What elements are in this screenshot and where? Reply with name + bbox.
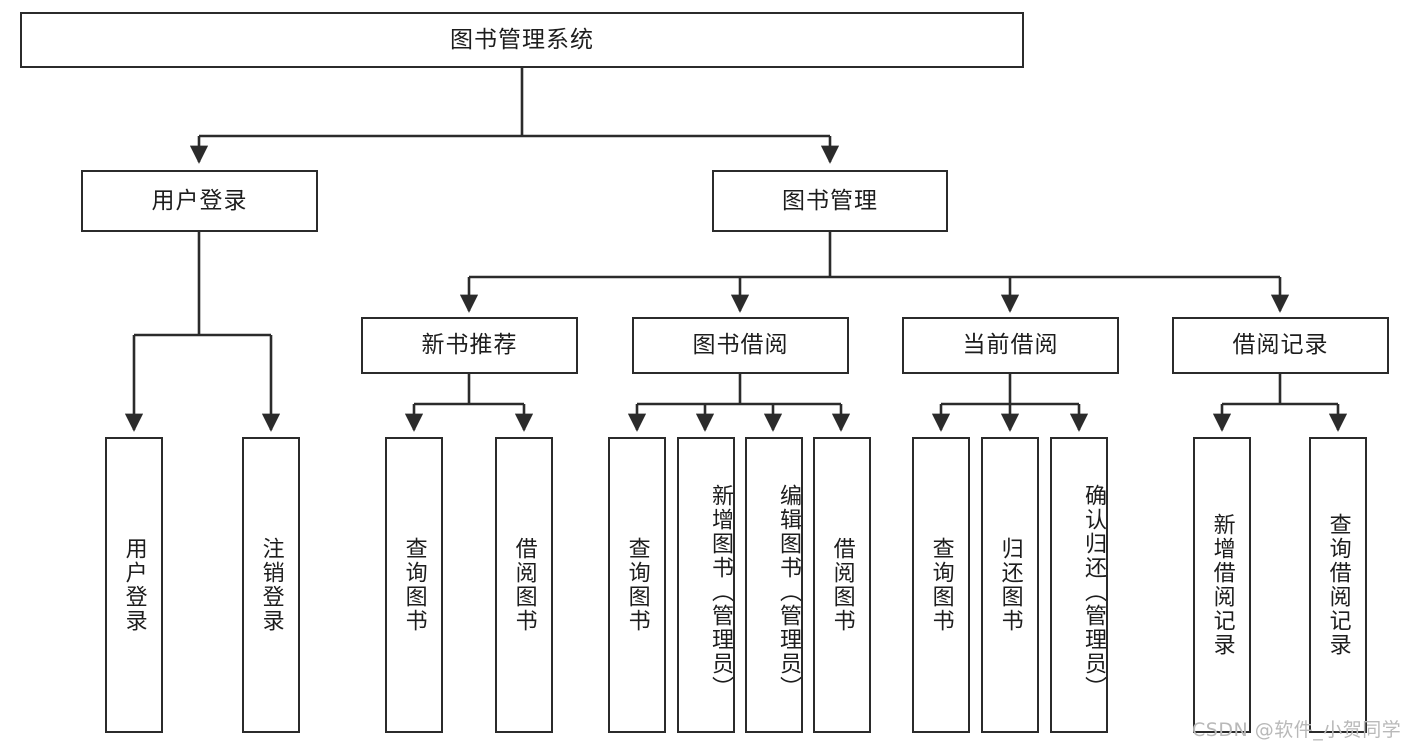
node-leaf-borrow-add-book[interactable]: 新增图书（管理员） xyxy=(677,437,735,733)
node-root[interactable]: 图书管理系统 xyxy=(20,12,1024,68)
node-borrow-record[interactable]: 借阅记录 xyxy=(1172,317,1389,374)
node-leaf-borrow-borrow-book[interactable]: 借阅图书 xyxy=(813,437,871,733)
node-leaf-borrow-query-book[interactable]: 查询图书 xyxy=(608,437,666,733)
node-leaf-rec-add-record-label: 新增借阅记录 xyxy=(1209,513,1235,657)
node-borrow-record-label: 借阅记录 xyxy=(1232,332,1329,359)
node-leaf-borrow-query-book-label: 查询图书 xyxy=(624,537,650,633)
node-leaf-rec-query-book[interactable]: 查询图书 xyxy=(385,437,443,733)
node-book-manage[interactable]: 图书管理 xyxy=(712,170,948,232)
node-leaf-user-login[interactable]: 用户登录 xyxy=(105,437,163,733)
node-user-login[interactable]: 用户登录 xyxy=(81,170,318,232)
node-leaf-cur-query-book-label: 查询图书 xyxy=(928,537,954,633)
node-leaf-user-logout-label: 注销登录 xyxy=(258,537,284,633)
csdn-watermark: CSDN @软件_小贺同学 xyxy=(1192,719,1402,741)
node-leaf-borrow-add-book-label: 新增图书（管理员） xyxy=(708,484,733,700)
node-leaf-cur-confirm-return[interactable]: 确认归还（管理员） xyxy=(1050,437,1108,733)
node-leaf-user-logout[interactable]: 注销登录 xyxy=(242,437,300,733)
node-current-borrow-label: 当前借阅 xyxy=(962,332,1059,359)
node-current-borrow[interactable]: 当前借阅 xyxy=(902,317,1119,374)
node-new-book-rec[interactable]: 新书推荐 xyxy=(361,317,578,374)
node-leaf-rec-query-record-label: 查询借阅记录 xyxy=(1325,513,1351,657)
node-root-label: 图书管理系统 xyxy=(450,26,594,53)
node-book-manage-label: 图书管理 xyxy=(782,187,878,214)
node-book-borrow[interactable]: 图书借阅 xyxy=(632,317,849,374)
node-leaf-user-login-label: 用户登录 xyxy=(121,537,147,633)
node-leaf-cur-return-book[interactable]: 归还图书 xyxy=(981,437,1039,733)
node-leaf-cur-return-book-label: 归还图书 xyxy=(997,537,1023,633)
node-leaf-cur-query-book[interactable]: 查询图书 xyxy=(912,437,970,733)
node-leaf-rec-add-record[interactable]: 新增借阅记录 xyxy=(1193,437,1251,733)
node-leaf-cur-confirm-return-label: 确认归还（管理员） xyxy=(1081,484,1106,700)
node-leaf-rec-borrow-book[interactable]: 借阅图书 xyxy=(495,437,553,733)
node-leaf-rec-query-book-label: 查询图书 xyxy=(401,537,427,633)
node-new-book-rec-label: 新书推荐 xyxy=(421,332,518,359)
node-leaf-borrow-edit-book[interactable]: 编辑图书（管理员） xyxy=(745,437,803,733)
node-user-login-label: 用户登录 xyxy=(151,187,248,214)
node-leaf-rec-query-record[interactable]: 查询借阅记录 xyxy=(1309,437,1367,733)
node-book-borrow-label: 图书借阅 xyxy=(692,332,789,359)
node-leaf-borrow-edit-book-label: 编辑图书（管理员） xyxy=(776,484,801,700)
node-leaf-borrow-borrow-book-label: 借阅图书 xyxy=(829,537,855,633)
node-leaf-rec-borrow-book-label: 借阅图书 xyxy=(511,537,537,633)
